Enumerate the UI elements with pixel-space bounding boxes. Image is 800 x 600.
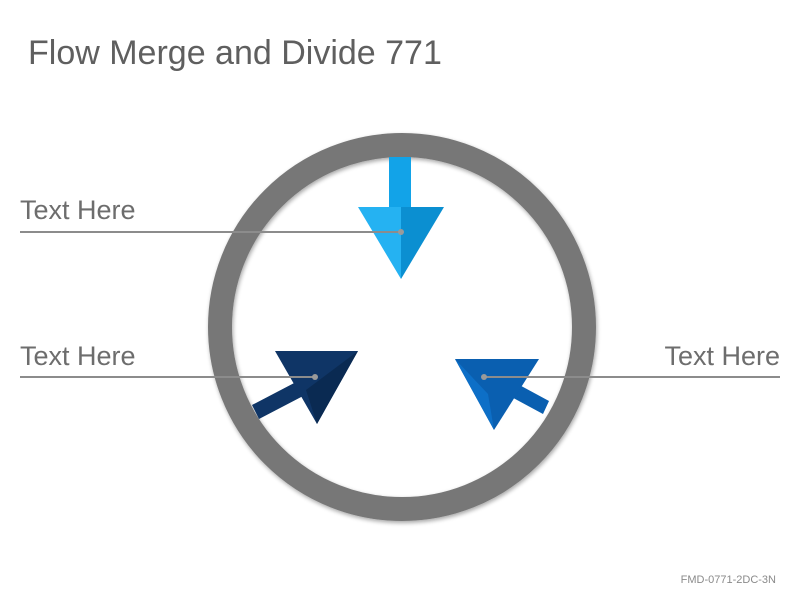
outer-ring bbox=[208, 133, 596, 521]
leader-dot-top bbox=[398, 229, 404, 235]
arrow-left-icon bbox=[252, 351, 358, 424]
label-left: Text Here bbox=[20, 341, 136, 371]
label-right: Text Here bbox=[664, 341, 780, 371]
leader-dot-left bbox=[312, 374, 318, 380]
leader-dot-right bbox=[481, 374, 487, 380]
arrow-top-icon bbox=[358, 157, 444, 279]
footer-code: FMD-0771-2DC-3N bbox=[680, 574, 776, 586]
label-top: Text Here bbox=[20, 195, 136, 225]
page-title: Flow Merge and Divide 771 bbox=[28, 34, 442, 72]
arrow-right-icon bbox=[455, 359, 549, 430]
